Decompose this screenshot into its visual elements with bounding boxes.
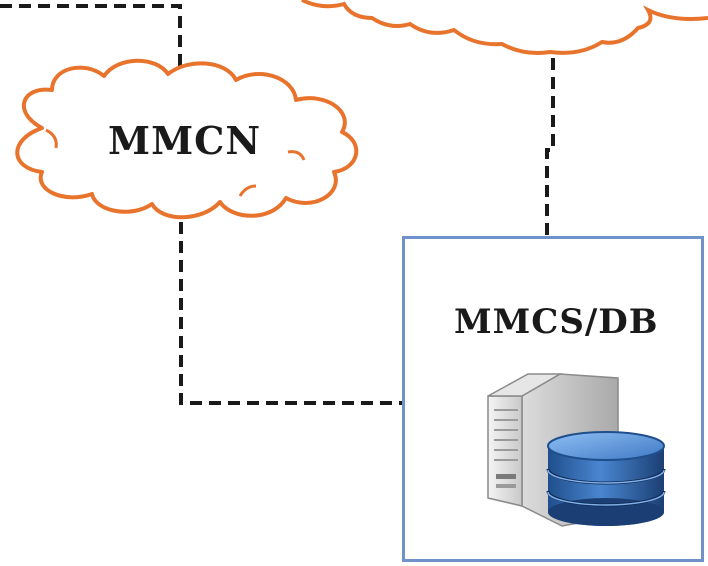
cloud-inner-curl-bottom <box>238 184 257 197</box>
connector-top-cloud-to-server <box>545 58 555 238</box>
server-database-icon-group <box>487 373 666 527</box>
database-cylinder-icon <box>546 431 666 526</box>
mmcn-cloud-label: MMCN <box>108 118 262 163</box>
mmcn-cloud-shape <box>15 58 359 220</box>
connector-top-left <box>0 4 182 80</box>
connector-cloud-to-server <box>179 222 404 405</box>
cloud-inner-curl-right <box>287 150 306 161</box>
top-cloud-shape <box>301 0 708 55</box>
cloud-inner-curl-left <box>45 128 58 149</box>
mmcs-db-label: MMCS/DB <box>454 302 659 342</box>
